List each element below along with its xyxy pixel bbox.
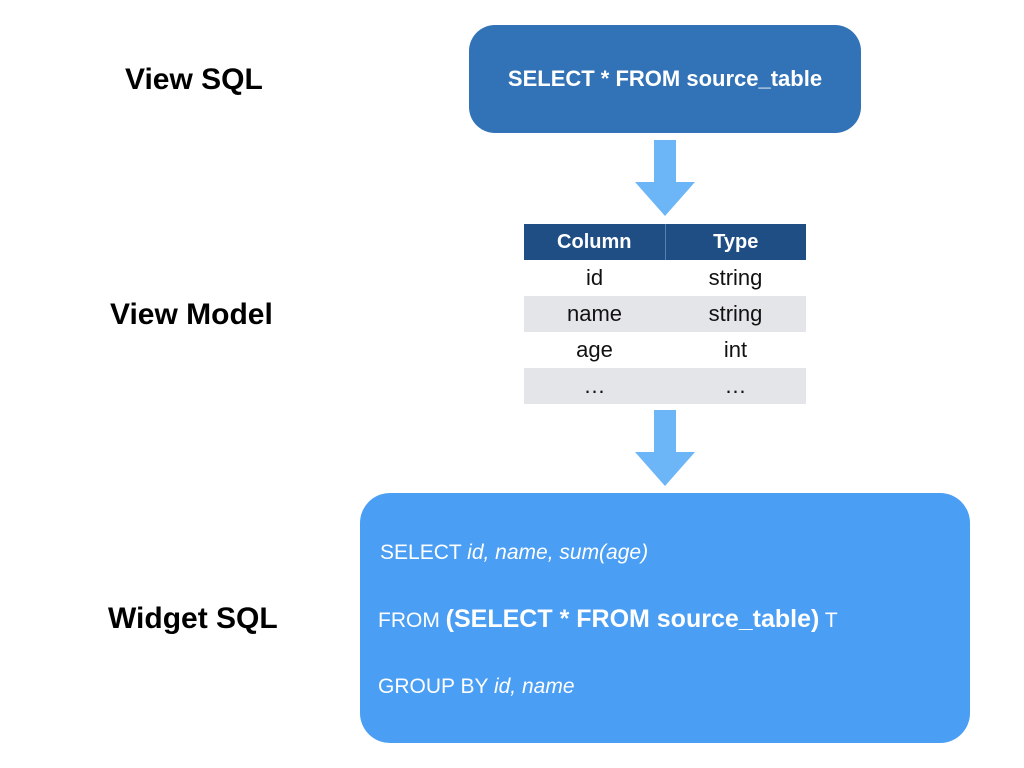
from-line: FROM (SELECT * FROM source_table) T xyxy=(378,605,838,634)
select-fields: id, name, sum(age) xyxy=(467,541,649,564)
widget-sql-label: Widget SQL xyxy=(108,602,278,635)
from-keyword: FROM xyxy=(378,609,440,632)
table-row: age int xyxy=(524,332,806,368)
table-header-row: Column Type xyxy=(524,224,806,260)
group-by-fields: id, name xyxy=(493,675,575,698)
view-sql-label: View SQL xyxy=(125,63,263,96)
column-cell: id xyxy=(585,265,604,290)
group-by-line: GROUP BY id, name xyxy=(378,675,575,699)
table-row: … … xyxy=(524,368,806,404)
type-header: Type xyxy=(665,224,806,260)
column-header: Column xyxy=(524,224,666,260)
widget-sql-box: SELECT id, name, sum(age) FROM (SELECT *… xyxy=(360,493,970,743)
table-row: name string xyxy=(524,296,806,332)
down-arrow-icon xyxy=(635,410,695,486)
from-subquery: (SELECT * FROM source_table) xyxy=(445,605,820,633)
type-cell: string xyxy=(665,296,806,332)
group-by-keyword: GROUP BY xyxy=(378,675,489,698)
select-keyword: SELECT xyxy=(380,541,462,564)
view-model-label: View Model xyxy=(110,298,273,331)
column-cell: … xyxy=(524,368,665,404)
column-cell: age xyxy=(576,337,613,362)
column-cell: name xyxy=(524,296,665,332)
type-cell: string xyxy=(708,265,763,290)
view-model-table: Column Type id string name string age in… xyxy=(524,224,806,404)
select-line: SELECT id, name, sum(age) xyxy=(380,541,648,565)
table-alias: T xyxy=(824,609,838,632)
down-arrow-icon xyxy=(635,140,695,216)
table-row: id string xyxy=(524,260,806,296)
view-sql-box: SELECT * FROM source_table xyxy=(469,25,861,133)
type-cell: int xyxy=(723,337,748,362)
type-cell: … xyxy=(665,368,806,404)
view-sql-query: SELECT * FROM source_table xyxy=(507,66,823,91)
